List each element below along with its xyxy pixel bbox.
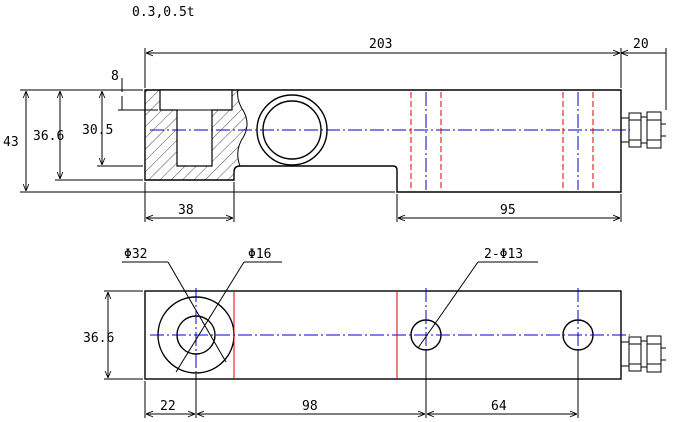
side-body-outline [144,89,622,193]
dim-mount-holes: 2-Φ13 [484,247,523,262]
dim-left-section: 38 [178,203,194,218]
counterbore [159,89,233,167]
plan-view: Φ32 Φ16 2-Φ13 36.6 22 98 64 [83,247,666,418]
cable-connector [620,111,666,149]
dim-hole-spacing-1: 98 [302,399,318,414]
dim-total-height: 43 [3,135,19,150]
dim-small-hole: Φ16 [248,247,271,262]
dim-counterbore-depth: 8 [111,69,119,84]
plan-cable-connector [620,335,666,373]
dim-mid-height: 36.6 [33,129,64,144]
dim-large-hole: Φ32 [124,247,147,262]
dim-connector-length: 20 [633,37,649,52]
side-view: 203 20 8 43 36.6 30.5 38 95 [3,37,667,222]
section-break-line [237,89,248,167]
dim-offset-left: 22 [160,399,176,414]
dim-hole-spacing-2: 64 [491,399,507,414]
dim-inner-height: 30.5 [82,123,113,138]
dim-width: 36.6 [83,331,114,346]
dim-right-section: 95 [500,203,516,218]
capacity-label: 0.3,0.5t [132,5,195,20]
dim-overall-length: 203 [369,37,392,52]
